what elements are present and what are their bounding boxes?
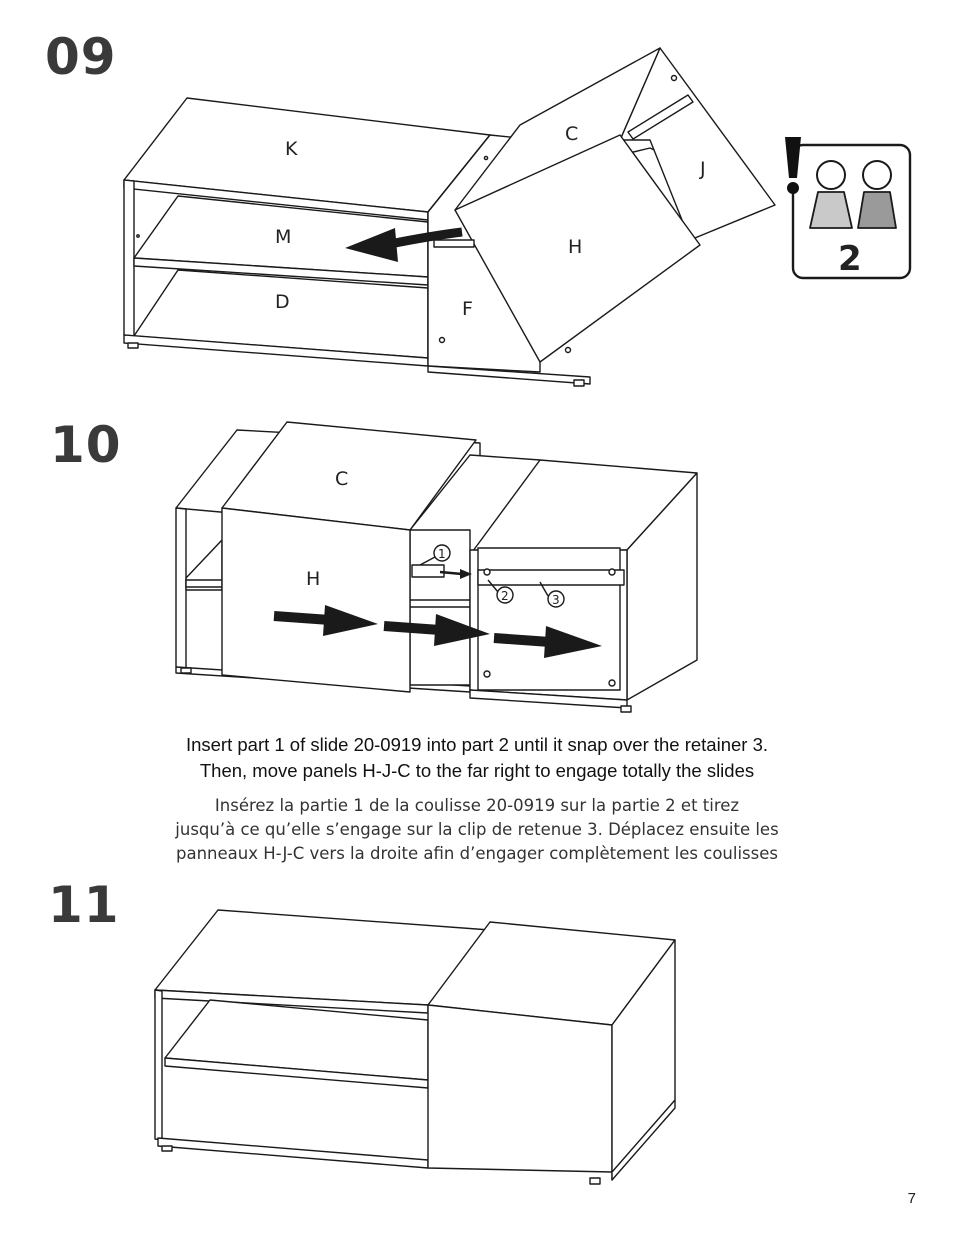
step-number-10: 10 xyxy=(50,416,122,474)
callout-3 xyxy=(547,590,565,608)
label-k: K xyxy=(285,138,298,160)
exclamation-icon xyxy=(785,137,801,194)
label-f: F xyxy=(462,298,473,320)
step-10-illustration xyxy=(175,421,698,713)
instructions-en: Insert part 1 of slide 20-0919 into part… xyxy=(0,732,954,784)
arrow-right-icon xyxy=(383,614,490,646)
instructions-fr: Insérez la partie 1 de la coulisse 20-09… xyxy=(0,794,954,866)
step-10-labels: C H 1 2 3 xyxy=(306,468,560,607)
step-09-labels: K C J M H D F xyxy=(275,123,706,320)
panel-k xyxy=(123,97,491,213)
instruction-en-line-1: Insert part 1 of slide 20-0919 into part… xyxy=(185,734,769,755)
label-h: H xyxy=(306,568,320,590)
callout-2-label: 2 xyxy=(501,589,509,603)
callout-2 xyxy=(496,586,514,604)
instruction-fr-line-1: Insérez la partie 1 de la coulisse 20-09… xyxy=(214,796,740,815)
arrow-right-icon xyxy=(493,626,602,658)
instruction-fr-line-3: panneaux H-J-C vers la droite afin d’eng… xyxy=(176,844,778,863)
label-d: D xyxy=(275,291,290,313)
label-m: M xyxy=(275,226,291,248)
step-number-11: 11 xyxy=(48,876,120,934)
label-c: C xyxy=(565,123,578,145)
callout-1 xyxy=(433,544,451,562)
arrow-right-small-icon xyxy=(439,569,472,579)
panel-h xyxy=(454,134,701,363)
instruction-fr-line-2: jusqu’à ce qu’elle s’engage sur la clip … xyxy=(175,820,779,839)
step-11-illustration xyxy=(154,909,676,1185)
label-h: H xyxy=(568,236,582,258)
callout-3-label: 3 xyxy=(552,593,560,607)
page-number: 7 xyxy=(907,1190,916,1207)
people-count: 2 xyxy=(838,239,862,279)
arrow-right-icon xyxy=(273,605,378,636)
arrow-left-icon xyxy=(345,227,463,262)
callout-1-label: 1 xyxy=(438,547,446,561)
panel-h xyxy=(221,507,411,693)
label-j: J xyxy=(699,158,706,180)
label-c: C xyxy=(335,468,348,490)
step-number-09: 09 xyxy=(45,28,117,86)
instruction-en-line-2: Then, move panels H-J-C to the far right… xyxy=(199,760,755,781)
step-09-illustration xyxy=(123,47,776,387)
